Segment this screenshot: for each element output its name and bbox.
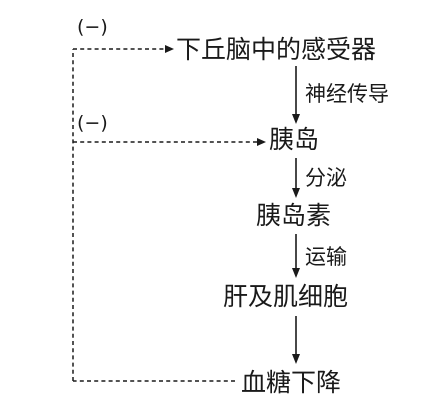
- feedback-loop: [72, 45, 266, 382]
- arrow-islet-to-insulin: [292, 158, 300, 198]
- edge-label-transport: 运输: [305, 245, 347, 269]
- arrow-insulin-to-liver: [292, 234, 300, 278]
- node-islet: 胰岛: [269, 125, 319, 154]
- node-insulin: 胰岛素: [256, 201, 331, 230]
- feedback-arrowhead-top: [165, 45, 174, 53]
- edge-label-secretion: 分泌: [305, 166, 347, 190]
- node-blood-sugar-down: 血糖下降: [241, 368, 341, 397]
- feedback-sign-top: (−): [77, 16, 108, 38]
- arrow-liver-to-blood-sugar: [292, 316, 300, 364]
- feedback-arrowhead-middle: [257, 138, 266, 146]
- edge-label-neural-conduction: 神经传导: [305, 82, 389, 106]
- feedback-sign-middle: (−): [77, 112, 108, 134]
- node-hypothalamus-receptor: 下丘脑中的感受器: [176, 35, 376, 64]
- node-liver-muscle-cells: 肝及肌细胞: [223, 282, 348, 311]
- arrow-receptor-to-islet: [292, 66, 300, 124]
